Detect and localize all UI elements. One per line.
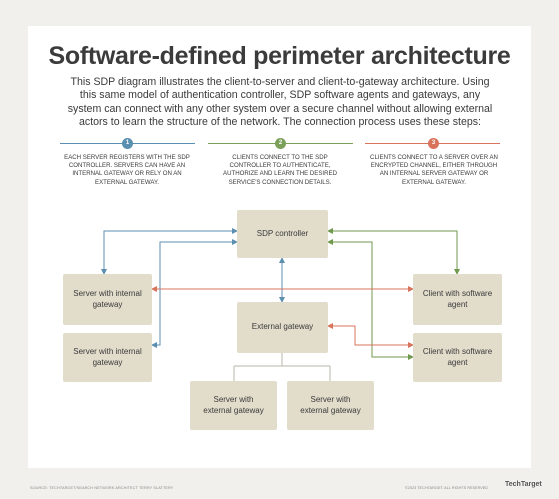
server-internal-gateway-node-2: Server with internal gateway — [63, 333, 152, 382]
server-external-gateway-node-1: Server with external gateway — [190, 381, 277, 430]
step-1-text: Each server registers with the SDP contr… — [64, 154, 190, 186]
line-gateway-servers — [233, 353, 331, 381]
server-internal-gateway-node-1: Server with internal gateway — [63, 274, 152, 325]
copyright-text: ©2023 TECHTARGET. ALL RIGHTS RESERVED — [405, 486, 489, 490]
diagram-title: Software-defined perimeter architecture — [48, 42, 511, 70]
line-controller-server-internal-2 — [151, 239, 238, 348]
external-gateway-node: External gateway — [237, 302, 328, 353]
line-controller-client-1 — [327, 228, 460, 275]
client-software-agent-node-2: Client with software agent — [413, 333, 502, 382]
techtarget-logo: TechTarget — [505, 481, 542, 488]
sdp-controller-node: SDP controller — [237, 210, 328, 258]
step-2-badge: 2 — [275, 138, 286, 149]
line-controller-client-2 — [327, 239, 414, 360]
server-external-gateway-node-2: Server with external gateway — [287, 381, 374, 430]
step-3-badge: 3 — [428, 138, 439, 149]
line-controller-server-internal-1 — [101, 228, 238, 275]
step-3-text: Clients connect to a server over an encr… — [370, 154, 498, 186]
client-software-agent-node-1: Client with software agent — [413, 274, 502, 325]
source-credit: SOURCE: TECHTARGET/SEARCH NETWORK ARCHIT… — [30, 486, 174, 490]
step-2-text: Clients connect to the SDP controller to… — [223, 154, 337, 186]
line-client-external-gateway — [327, 323, 414, 348]
step-1-badge: 1 — [122, 138, 133, 149]
intro-text: This SDP diagram illustrates the client-… — [67, 76, 493, 129]
